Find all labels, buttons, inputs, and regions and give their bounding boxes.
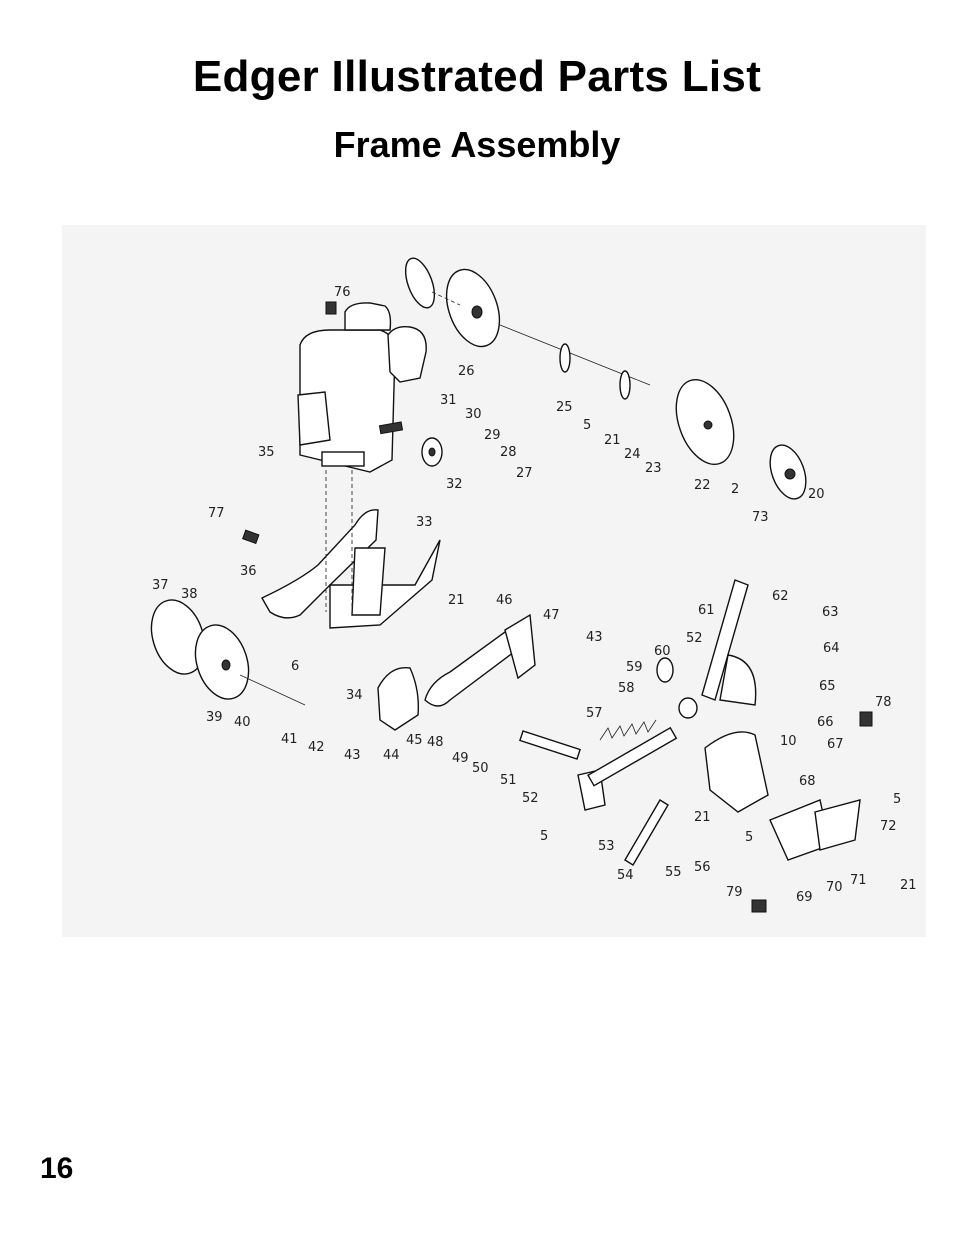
callout-78: 78: [875, 695, 892, 710]
callout-71: 71: [850, 873, 867, 888]
callout-30: 30: [465, 407, 482, 422]
callout-6: 6: [291, 659, 299, 674]
callout-51: 51: [500, 773, 517, 788]
callout-35: 35: [258, 445, 275, 460]
callout-29: 29: [484, 428, 501, 443]
callout-32: 32: [446, 477, 463, 492]
callout-40: 40: [234, 715, 251, 730]
diagram-callouts: 76 26 31 30 29 28 27 32 35 25 5 21 24 23…: [152, 285, 917, 905]
callout-5-top: 5: [583, 418, 591, 433]
callout-21-top: 21: [604, 433, 621, 448]
callout-20: 20: [808, 487, 825, 502]
callout-60: 60: [654, 644, 671, 659]
callout-52-bottom: 52: [522, 791, 539, 806]
callout-24: 24: [624, 447, 641, 462]
callout-68: 68: [799, 774, 816, 789]
callout-52-top: 52: [686, 631, 703, 646]
callout-43-left: 43: [344, 748, 361, 763]
callout-62: 62: [772, 589, 789, 604]
callout-48: 48: [427, 735, 444, 750]
callout-45: 45: [406, 733, 423, 748]
callout-21-lower: 21: [694, 810, 711, 825]
callout-65: 65: [819, 679, 836, 694]
callout-25: 25: [556, 400, 573, 415]
callout-70: 70: [826, 880, 843, 895]
callout-34: 34: [346, 688, 363, 703]
callout-67: 67: [827, 737, 844, 752]
page-number: 16: [40, 1152, 74, 1185]
callout-28: 28: [500, 445, 517, 460]
exploded-parts-diagram: 76 26 31 30 29 28 27 32 35 25 5 21 24 23…: [62, 225, 926, 937]
section-subtitle: Frame Assembly: [333, 124, 621, 165]
callout-64: 64: [823, 641, 840, 656]
callout-5-plate: 5: [893, 792, 901, 807]
callout-39: 39: [206, 710, 223, 725]
callout-77: 77: [208, 506, 225, 521]
engine-shape: [297, 302, 427, 473]
callout-44: 44: [383, 748, 400, 763]
callout-57: 57: [586, 706, 603, 721]
callout-47: 47: [543, 608, 560, 623]
callout-72: 72: [880, 819, 897, 834]
callout-55: 55: [665, 865, 682, 880]
callout-36: 36: [240, 564, 257, 579]
callout-31: 31: [440, 393, 457, 408]
callout-38: 38: [181, 587, 198, 602]
callout-50: 50: [472, 761, 489, 776]
callout-56: 56: [694, 860, 711, 875]
callout-69: 69: [796, 890, 813, 905]
callout-66: 66: [817, 715, 834, 730]
callout-58: 58: [618, 681, 635, 696]
callout-27: 27: [516, 466, 533, 481]
callout-73: 73: [752, 510, 769, 525]
callout-53: 53: [598, 839, 615, 854]
callout-5-guard: 5: [745, 830, 753, 845]
diagram-drawing: [150, 257, 873, 913]
callout-21-mid: 21: [448, 593, 465, 608]
callout-2: 2: [731, 482, 739, 497]
callout-59: 59: [626, 660, 643, 675]
callout-22: 22: [694, 478, 711, 493]
callout-41: 41: [281, 732, 298, 747]
callout-37: 37: [152, 578, 169, 593]
callout-23: 23: [645, 461, 662, 476]
callout-5-bottom: 5: [540, 829, 548, 844]
callout-43-right: 43: [586, 630, 603, 645]
callout-63: 63: [822, 605, 839, 620]
callout-49: 49: [452, 751, 469, 766]
callout-46: 46: [496, 593, 513, 608]
callout-79: 79: [726, 885, 743, 900]
callout-42: 42: [308, 740, 325, 755]
callout-10: 10: [780, 734, 797, 749]
callout-76: 76: [334, 285, 351, 300]
callout-61: 61: [698, 603, 715, 618]
page-title: Edger Illustrated Parts List: [192, 52, 762, 101]
callout-21-plate: 21: [900, 878, 917, 893]
callout-54: 54: [617, 868, 634, 883]
callout-33: 33: [416, 515, 433, 530]
callout-26: 26: [458, 364, 475, 379]
